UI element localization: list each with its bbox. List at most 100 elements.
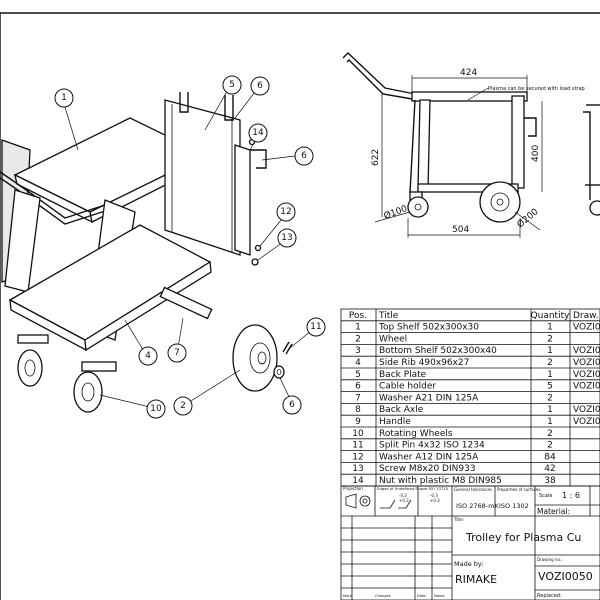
- bom-cell: 38: [544, 476, 556, 486]
- bom-cell: 13: [352, 464, 363, 474]
- washer-small: [254, 244, 262, 252]
- dim-wheel-100: Ø100: [382, 203, 409, 222]
- side-handle: [342, 52, 421, 96]
- tb-surfaces: ISO 1302: [499, 502, 529, 510]
- tb-surfaces-label: Properties of surfaces: [497, 487, 540, 492]
- bom-cell: 6: [355, 382, 361, 392]
- balloon-1: 1: [54, 88, 74, 108]
- svg-text:Changes: Changes: [375, 594, 391, 598]
- side-top-shelf: [411, 91, 528, 102]
- back-axle: [159, 286, 213, 320]
- bom-cell: 1: [547, 370, 553, 380]
- tb-made-by-label: Made by:: [454, 560, 483, 568]
- bom-cell: Washer A21 DIN 125A: [379, 393, 479, 403]
- svg-text:6: 6: [257, 81, 263, 91]
- svg-text:+0.3: +0.3: [430, 498, 440, 503]
- svg-text:+0.3: +0.3: [399, 498, 409, 503]
- bom-cell: Rotating Wheels: [379, 429, 453, 439]
- bom-cell: 5: [355, 370, 361, 380]
- balloon-14: 14: [248, 123, 268, 143]
- svg-text:Mark: Mark: [343, 594, 353, 598]
- bom-cell: 1: [547, 405, 553, 415]
- svg-text:13: 13: [281, 233, 292, 243]
- balloon-5: 5: [222, 75, 242, 95]
- bom-cell: 2: [547, 358, 553, 368]
- tb-general-tolerances-label: General tolerances: [454, 487, 492, 492]
- bom-cell: VOZI0: [573, 358, 600, 368]
- bom-cell: VOZI0: [573, 323, 600, 333]
- balloon-13: 13: [277, 228, 297, 248]
- svg-text:1: 1: [61, 93, 67, 103]
- bom-cell: Bottom Shelf 502x300x40: [379, 346, 497, 356]
- title-block: [340, 485, 600, 600]
- bom-cell: Handle: [379, 417, 411, 427]
- bom-cell: 2: [547, 429, 553, 439]
- bom-cell: Back Axle: [379, 405, 424, 415]
- tb-scale: 1 : 6: [562, 491, 580, 500]
- bom-cell: 1: [547, 346, 553, 356]
- screw: [251, 258, 259, 266]
- bom-cell: 1: [355, 323, 361, 333]
- split-pin: [282, 341, 293, 355]
- svg-text:Date: Date: [417, 594, 426, 598]
- bom-header-cell: Quantity: [531, 311, 571, 321]
- cable-holder: [224, 95, 234, 121]
- bom-cell: Wheel: [379, 334, 407, 344]
- tb-title-label: Title:: [453, 517, 464, 522]
- bom-cell: VOZI0: [573, 405, 600, 415]
- isometric-view: 1 5 6 14 6 12 13 4 7 11 2 6 10: [0, 75, 326, 419]
- dim-424: 424: [460, 68, 477, 78]
- balloon-12: 12: [276, 202, 296, 222]
- bom-cell: 7: [355, 393, 361, 403]
- washer: [273, 365, 285, 379]
- projection-symbol: [345, 493, 357, 509]
- tb-edges-label: Edges of Undefined Shape ISO 13715: [377, 486, 449, 491]
- bom-header-cell: Title: [378, 311, 399, 321]
- side-rib-right: [234, 144, 251, 256]
- dim-504: 504: [452, 225, 469, 235]
- bom-cell: Cable holder: [379, 382, 436, 392]
- tb-drawing-no: VOZI0050: [538, 570, 593, 583]
- bom-cell: 9: [355, 417, 361, 427]
- tb-title: Trolley for Plasma Cu: [465, 531, 581, 544]
- bom-cell: 14: [352, 476, 364, 486]
- tb-material-label: Material:: [537, 507, 570, 516]
- svg-text:Name: Name: [434, 594, 445, 598]
- bom-cell: 2: [547, 393, 553, 403]
- side-big-wheel: [479, 181, 521, 223]
- bom-cell: 10: [352, 429, 364, 439]
- tb-scale-label: Scale: [539, 493, 552, 499]
- balloon-6b: 6: [294, 146, 314, 166]
- bom-cell: Top Shelf 502x300x30: [378, 323, 479, 333]
- bom-cell: 2: [547, 441, 553, 451]
- bom-cell: 8: [355, 405, 361, 415]
- strap-note: Plasma can be secured with load strap: [488, 86, 585, 92]
- tb-made-by: RIMAKE: [455, 573, 497, 586]
- rotating-wheel: [73, 361, 117, 413]
- tb-replaced-label: Replaced:: [537, 593, 562, 599]
- bom-cell: Back Plate: [379, 370, 427, 380]
- bom-cell: Screw M8x20 DIN933: [379, 464, 476, 474]
- svg-text:-0.3: -0.3: [430, 493, 438, 498]
- svg-text:6: 6: [301, 151, 307, 161]
- bom-cell: Washer A12 DIN 125A: [379, 452, 479, 462]
- svg-text:7: 7: [174, 348, 180, 358]
- balloon-10: 10: [146, 399, 166, 419]
- front-view-partial: [583, 104, 600, 216]
- svg-text:12: 12: [280, 207, 291, 217]
- svg-text:2: 2: [180, 401, 186, 411]
- svg-text:5: 5: [229, 80, 235, 90]
- dim-622: 622: [371, 149, 381, 166]
- bom-cell: VOZI0: [573, 382, 600, 392]
- bom-cell: 4: [355, 358, 361, 368]
- balloon-11: 11: [306, 317, 326, 337]
- dim-400: 400: [531, 145, 541, 162]
- wheel: [232, 324, 278, 392]
- balloon-6: 6: [250, 76, 270, 96]
- svg-text:14: 14: [252, 128, 264, 138]
- bom-cell: 42: [544, 464, 555, 474]
- bom-cell: 5: [547, 382, 553, 392]
- side-small-wheel: [407, 196, 429, 218]
- balloon-2: 2: [173, 396, 193, 416]
